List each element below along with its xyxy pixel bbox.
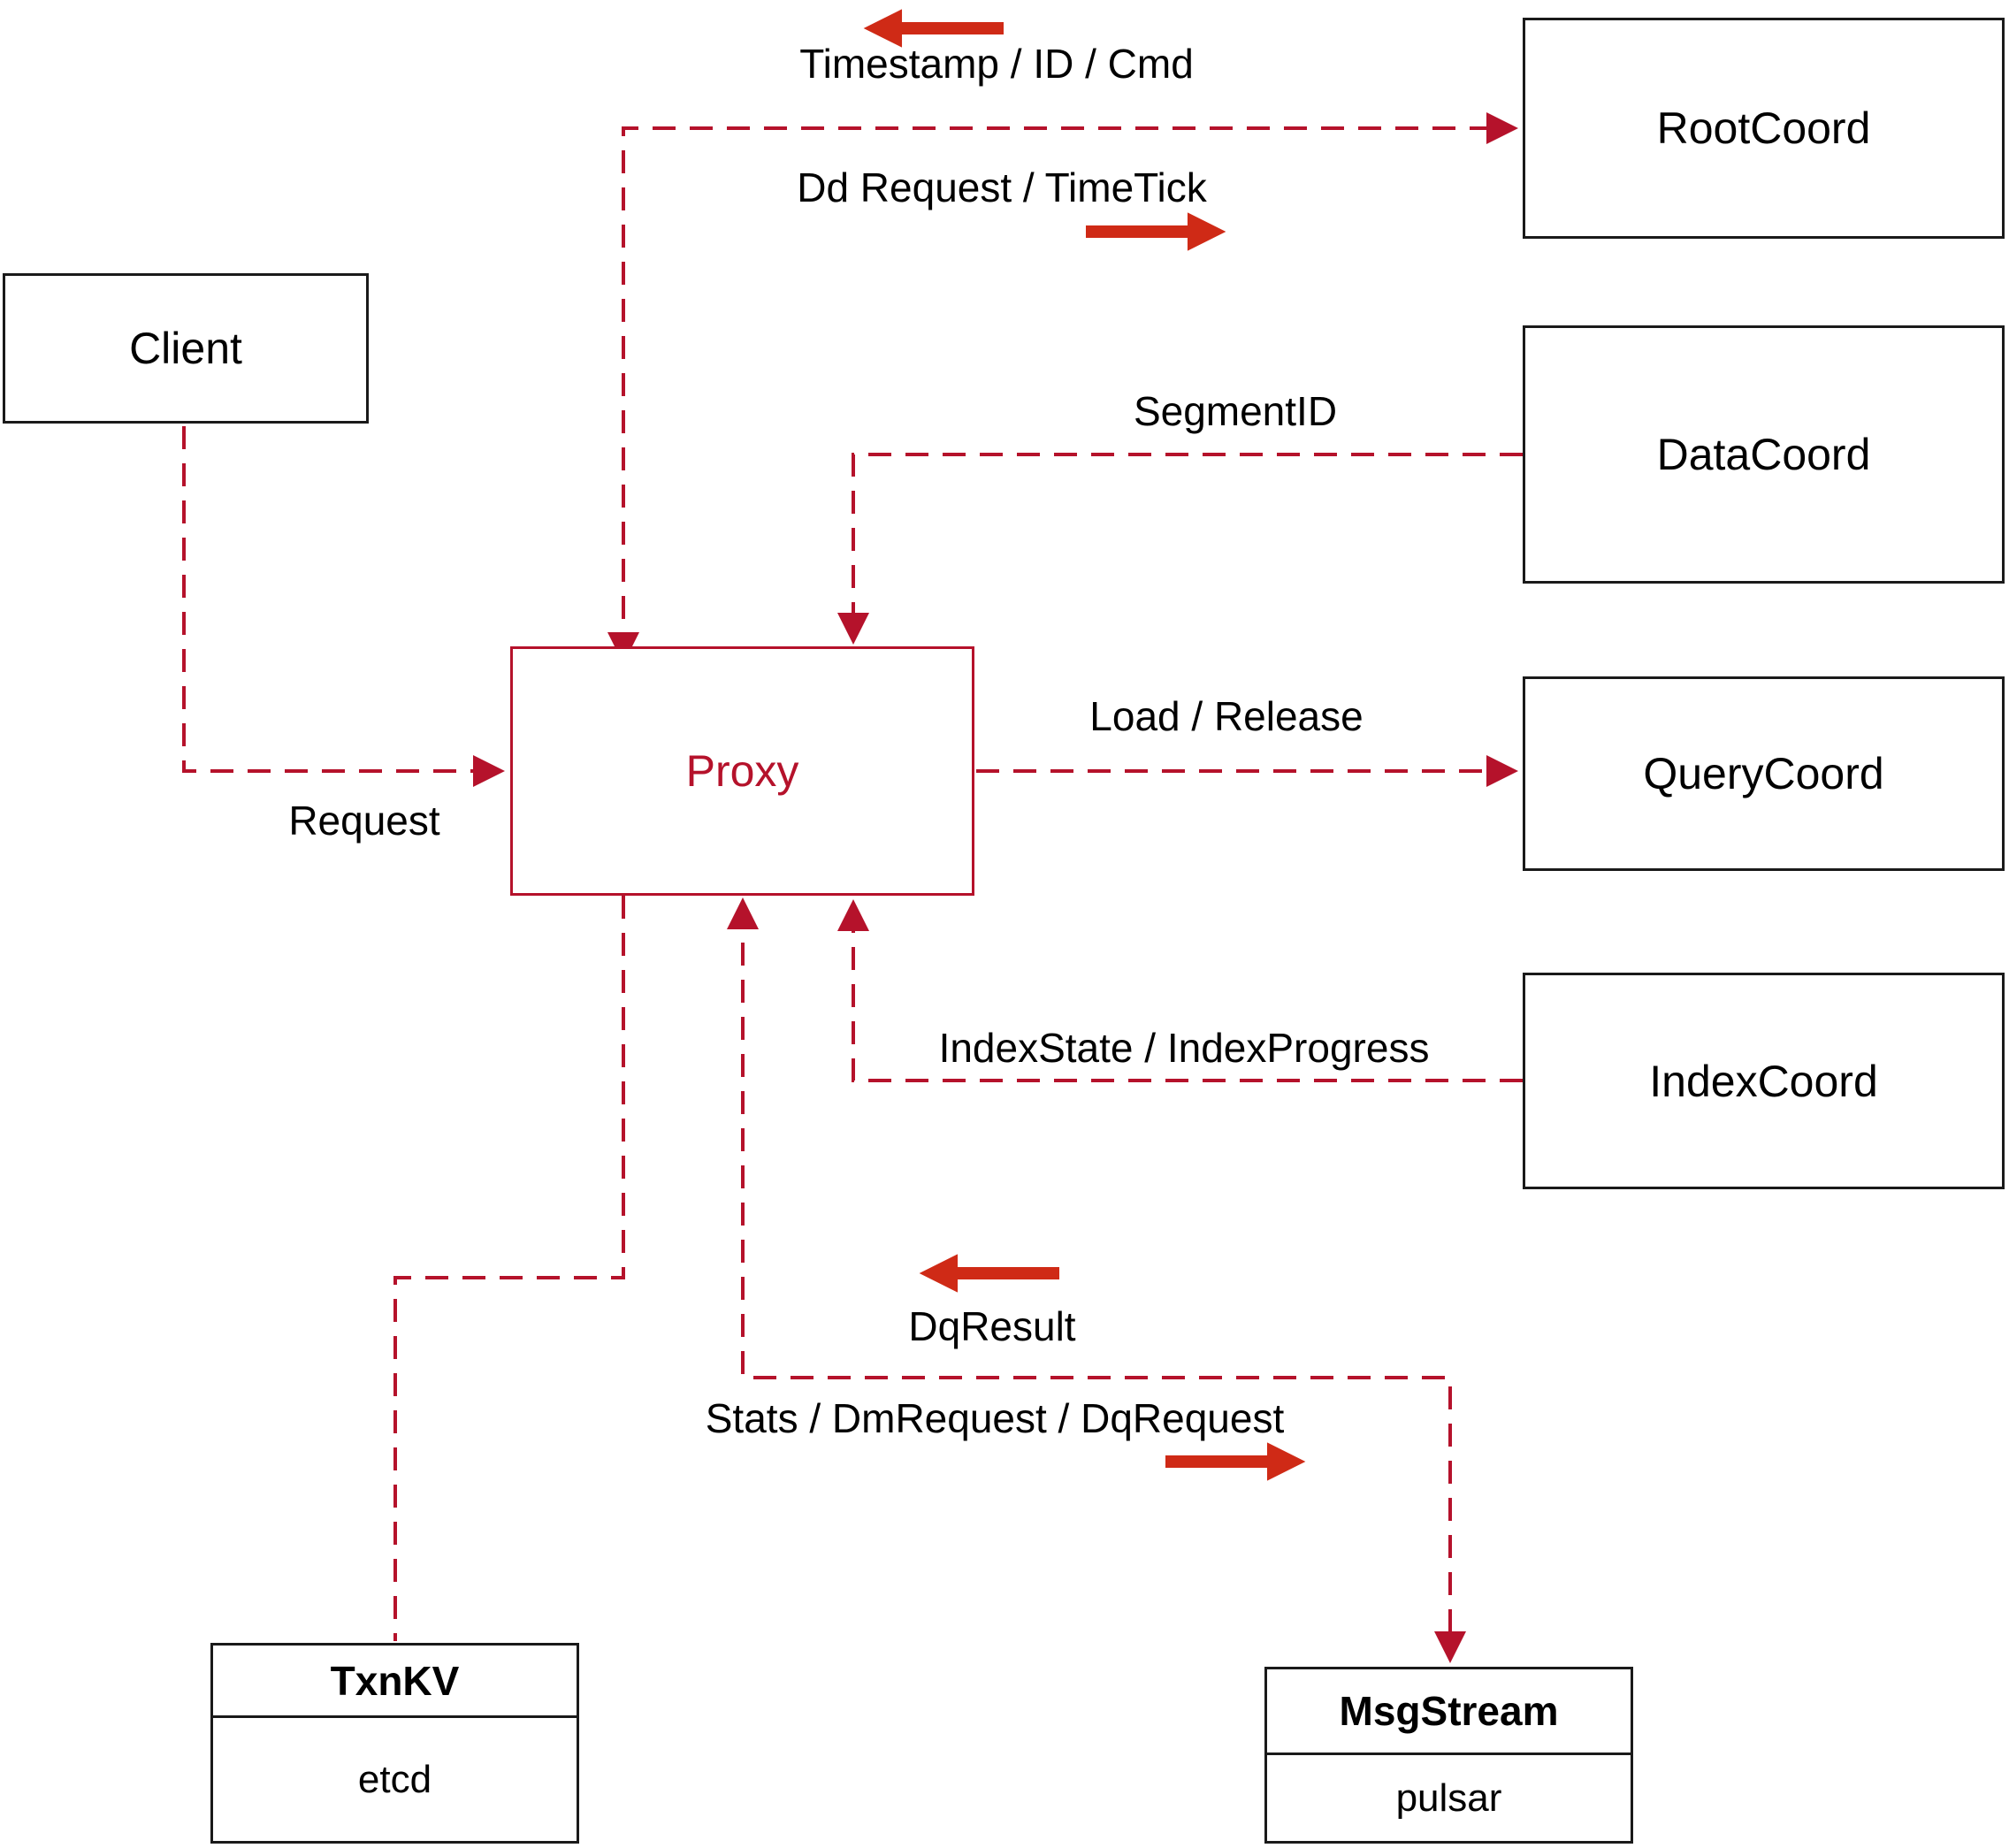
label-timestamp-id-cmd: Timestamp / ID / Cmd <box>799 41 1194 87</box>
node-client: Client <box>3 273 369 424</box>
edge-client-to-proxy <box>182 426 505 787</box>
edge-datacoord-to-proxy <box>837 453 1523 645</box>
label-load-release: Load / Release <box>1089 693 1364 739</box>
edge-proxy-msgstream <box>727 897 1466 1663</box>
node-msgstream-title: MsgStream <box>1267 1669 1631 1755</box>
node-rootcoord-label: RootCoord <box>1656 103 1871 153</box>
node-proxy: Proxy <box>510 646 974 896</box>
label-segmentid: SegmentID <box>1133 388 1338 434</box>
node-proxy-label: Proxy <box>685 746 799 796</box>
edge-proxy-rootcoord <box>607 112 1518 664</box>
label-dd-request-timetick: Dd Request / TimeTick <box>797 164 1207 210</box>
node-msgstream-sub: pulsar <box>1395 1775 1502 1820</box>
node-rootcoord: RootCoord <box>1523 18 2005 239</box>
label-indexstate-indexprogress: IndexState / IndexProgress <box>938 1025 1430 1071</box>
node-datacoord-label: DataCoord <box>1656 430 1871 479</box>
node-datacoord: DataCoord <box>1523 325 2005 584</box>
node-indexcoord-label: IndexCoord <box>1649 1056 1878 1106</box>
label-stats-dmrequest-dqrequest: Stats / DmRequest / DqRequest <box>705 1395 1285 1441</box>
node-indexcoord: IndexCoord <box>1523 973 2005 1189</box>
node-client-label: Client <box>129 324 242 373</box>
node-querycoord: QueryCoord <box>1523 676 2005 871</box>
node-msgstream: MsgStream pulsar <box>1264 1667 1633 1844</box>
node-txnkv-title: TxnKV <box>213 1646 577 1718</box>
label-dqresult: DqResult <box>908 1303 1076 1349</box>
label-request: Request <box>288 798 440 844</box>
edge-proxy-txnkv <box>393 896 625 1641</box>
node-querycoord-label: QueryCoord <box>1643 749 1884 798</box>
node-txnkv: TxnKV etcd <box>210 1643 579 1844</box>
node-txnkv-sub: etcd <box>357 1757 432 1801</box>
